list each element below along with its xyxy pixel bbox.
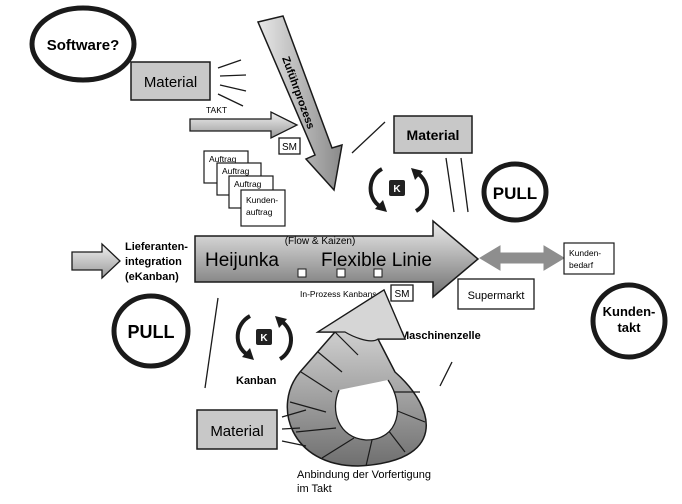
lieferanten-arrow	[71, 242, 121, 280]
auftrag-label-1: Auftrag	[209, 154, 237, 164]
material-bottom-label: Material	[210, 423, 263, 440]
software-label: Software?	[47, 37, 120, 54]
kanban-cycle-bottom: K	[235, 314, 293, 361]
flow-kaizen-label: (Flow & Kaizen)	[285, 236, 356, 247]
kundenbedarf-box: Kunden- bedarf	[563, 242, 615, 275]
kundenbedarf-line-1: Kunden-	[569, 248, 601, 258]
main-flow-arrow: (Flow & Kaizen) Heijunka Flexible Linie	[194, 219, 480, 299]
material-bottom-rays	[281, 409, 307, 447]
sm-bottom-label: SM	[395, 289, 410, 300]
double-arrow	[479, 245, 565, 271]
machine-cell-u-arrow	[286, 288, 427, 467]
kundentakt-line-2: takt	[617, 320, 641, 335]
flexible-linie-label: Flexible Linie	[321, 250, 432, 271]
machine-cell-ray	[439, 361, 453, 387]
lieferanten-text: Lieferanten- integration (eKanban)	[125, 241, 188, 283]
material-top-label: Material	[144, 74, 197, 91]
pull-left-label: PULL	[128, 322, 175, 342]
takt-arrow	[189, 110, 299, 140]
kanban-k-label-bottom: K	[260, 333, 268, 344]
maschinenzelle-label: Maschinenzelle	[400, 330, 481, 342]
in-process-kanban-square-3	[373, 268, 383, 278]
anbindung-line-1: Anbindung der Vorfertigung	[297, 469, 431, 481]
auftrag-stack: Auftrag Auftrag Auftrag Kunden- auftrag	[203, 150, 286, 227]
lieferanten-line-2: integration	[125, 256, 182, 268]
kundenauftrag-label-1: Kunden-	[246, 195, 278, 205]
anbindung-line-2: im Takt	[297, 483, 332, 495]
in-process-kanban-square-1	[297, 268, 307, 278]
kundentakt-circle: Kunden- takt	[590, 282, 668, 360]
zufuhr-arrow: Zuführprozess	[256, 15, 343, 192]
pull-right-circle: PULL	[481, 161, 549, 223]
supermarkt-box: Supermarkt	[457, 278, 535, 310]
kanban-cycle-top: K	[368, 167, 429, 213]
material-top-rays	[217, 59, 247, 107]
in-prozess-label: In-Prozess Kanbans	[300, 289, 377, 299]
material-right-box: Material	[393, 115, 473, 154]
heijunka-label: Heijunka	[205, 250, 279, 271]
takt-label: TAKT	[206, 105, 227, 115]
kanban-k-label: K	[393, 184, 401, 195]
material-bottom-box: Material	[196, 409, 278, 450]
pull-right-label: PULL	[493, 184, 537, 203]
sm-top-box: SM	[278, 137, 301, 155]
in-process-kanban-square-2	[336, 268, 346, 278]
software-circle: Software?	[29, 5, 137, 83]
material-right-label: Material	[407, 127, 460, 143]
kanban-card-icon	[389, 180, 405, 196]
lieferanten-line-1: Lieferanten-	[125, 241, 188, 253]
auftrag-label-3: Auftrag	[234, 179, 262, 189]
sm-top-label: SM	[282, 142, 297, 153]
auftrag-label-2: Auftrag	[222, 166, 250, 176]
kundenauftrag-label-2: auftrag	[246, 207, 273, 217]
sm-bottom-box: SM	[390, 284, 414, 302]
kanban-card-icon-bottom	[256, 329, 272, 345]
supermarkt-label: Supermarkt	[468, 290, 525, 302]
lower-left-rays	[204, 297, 219, 389]
lieferanten-line-3: (eKanban)	[125, 271, 179, 283]
pull-left-circle: PULL	[111, 293, 191, 369]
kundentakt-line-1: Kunden-	[603, 304, 656, 319]
material-right-rays	[351, 121, 469, 213]
kanban-label: Kanban	[236, 375, 277, 387]
material-top-box: Material	[130, 61, 211, 101]
kundenbedarf-line-2: bedarf	[569, 260, 594, 270]
